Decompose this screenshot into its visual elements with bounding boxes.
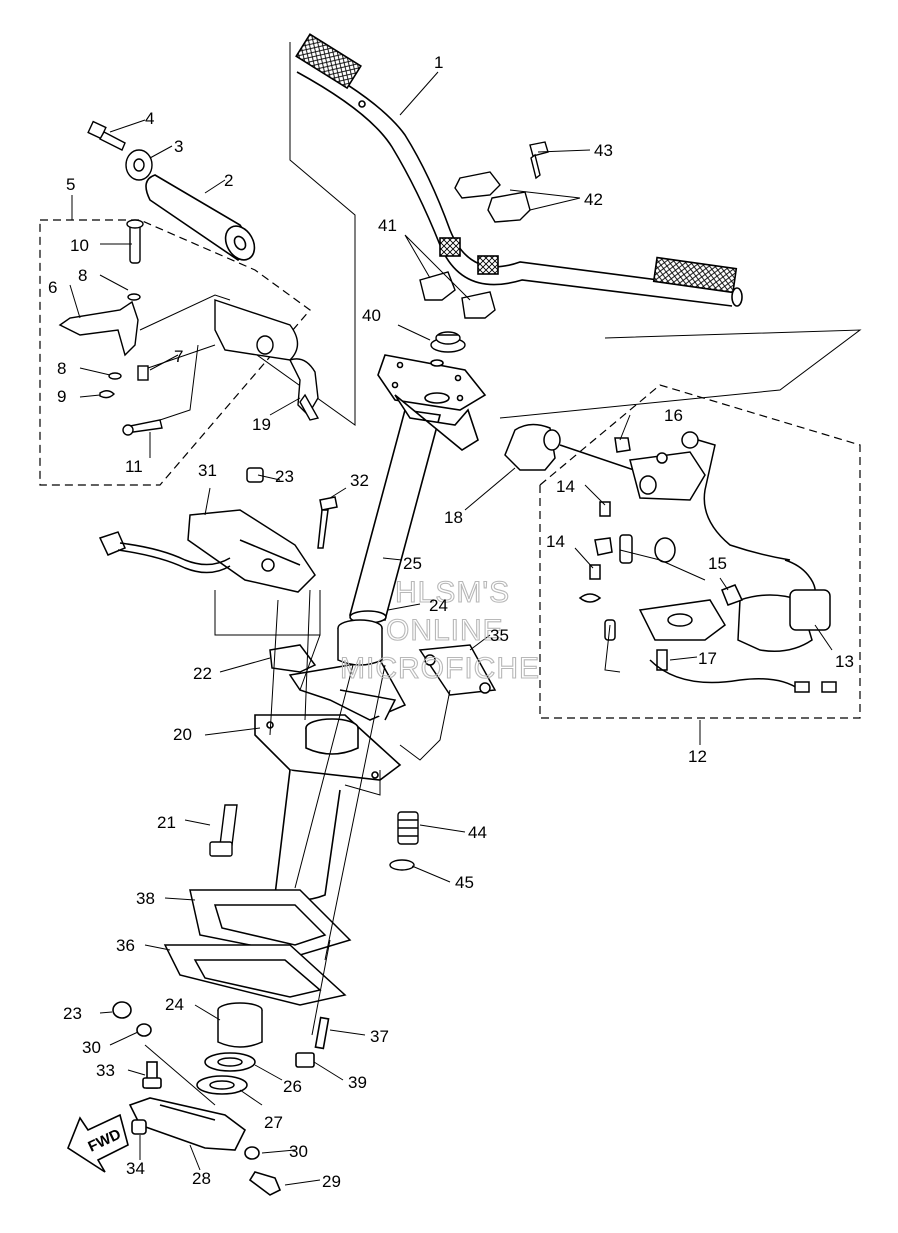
callout-34: 34 <box>126 1159 145 1178</box>
base-plate <box>254 714 402 901</box>
callout-13: 13 <box>835 652 854 671</box>
callout-38: 38 <box>136 889 155 908</box>
callout-8b: 8 <box>57 359 66 378</box>
lever-bracket <box>214 299 320 421</box>
callout-36: 36 <box>116 936 135 955</box>
callout-25: 25 <box>403 554 422 573</box>
callout-24a: 24 <box>429 596 448 615</box>
lever-parts <box>58 219 163 436</box>
callout-24b: 24 <box>165 995 184 1014</box>
callout-23a: 23 <box>275 467 294 486</box>
mount-bracket-upper <box>269 644 407 721</box>
switch-box <box>98 467 338 593</box>
callout-10: 10 <box>70 236 89 255</box>
callout-43: 43 <box>594 141 613 160</box>
end-bolt <box>87 120 153 181</box>
gaskets <box>163 889 352 1006</box>
callout-7: 7 <box>174 347 183 366</box>
callout-40: 40 <box>362 306 381 325</box>
steering-arm <box>112 1001 330 1196</box>
callout-4: 4 <box>145 109 154 128</box>
callout-6: 6 <box>48 278 57 297</box>
callout-31: 31 <box>198 461 217 480</box>
grip <box>145 174 256 262</box>
callout-11: 11 <box>125 457 143 476</box>
bottom-parts <box>196 1002 263 1095</box>
callout-41: 41 <box>378 216 397 235</box>
callout-35: 35 <box>490 626 509 645</box>
callout-14b: 14 <box>546 532 565 551</box>
callout-8a: 8 <box>78 266 87 285</box>
watermark-line-3: MICROFICHE <box>340 652 540 685</box>
callout-16: 16 <box>664 406 683 425</box>
callout-44: 44 <box>468 823 487 842</box>
callout-29: 29 <box>322 1172 341 1191</box>
callout-26: 26 <box>283 1077 302 1096</box>
watermark-line-2: ONLINE <box>386 614 504 647</box>
callout-30a: 30 <box>82 1038 101 1057</box>
column-bolt <box>209 804 238 857</box>
leader-lines <box>69 71 833 1186</box>
callout-22: 22 <box>193 664 212 683</box>
callout-14a: 14 <box>556 477 575 496</box>
callout-27: 27 <box>264 1113 283 1132</box>
callout-33: 33 <box>96 1061 115 1080</box>
callout-23b: 23 <box>63 1004 82 1023</box>
spring-clip <box>389 811 419 871</box>
bushing-upper <box>337 619 383 666</box>
clamps <box>419 141 549 319</box>
callout-19: 19 <box>252 415 271 434</box>
callout-15: 15 <box>708 554 727 573</box>
callout-labels: 1 2 3 4 5 6 7 8 8 9 10 11 12 13 14 14 15… <box>48 53 854 1191</box>
callout-39: 39 <box>348 1073 367 1092</box>
lever-leaders <box>139 294 231 421</box>
callout-18: 18 <box>444 508 463 527</box>
callout-20: 20 <box>173 725 192 744</box>
callout-1: 1 <box>434 53 443 72</box>
callout-12: 12 <box>688 747 707 766</box>
watermark: HLSM'S ONLINE MICROFICHE <box>339 575 540 685</box>
top-cap <box>430 331 466 353</box>
callout-32: 32 <box>350 471 369 490</box>
watermark-line-1: HLSM'S <box>395 576 510 609</box>
switch-holder <box>504 423 641 473</box>
handlebar <box>295 33 743 307</box>
mount-bracket-right <box>418 644 497 696</box>
callout-2: 2 <box>224 171 233 190</box>
switch-group-box <box>539 384 861 719</box>
callout-30b: 30 <box>289 1142 308 1161</box>
leader-outlines <box>249 42 862 426</box>
callout-28: 28 <box>192 1169 211 1188</box>
callout-42: 42 <box>584 190 603 209</box>
callout-45: 45 <box>455 873 474 892</box>
callout-3: 3 <box>174 137 183 156</box>
callout-5: 5 <box>66 175 75 194</box>
callout-9: 9 <box>57 387 66 406</box>
callout-21: 21 <box>157 813 176 832</box>
steering-column <box>348 354 487 624</box>
callout-17: 17 <box>698 649 717 668</box>
forward-arrow: FWD <box>67 1113 129 1173</box>
callout-37: 37 <box>370 1027 389 1046</box>
switch-housing <box>578 431 837 693</box>
lever-group-box <box>39 219 311 486</box>
